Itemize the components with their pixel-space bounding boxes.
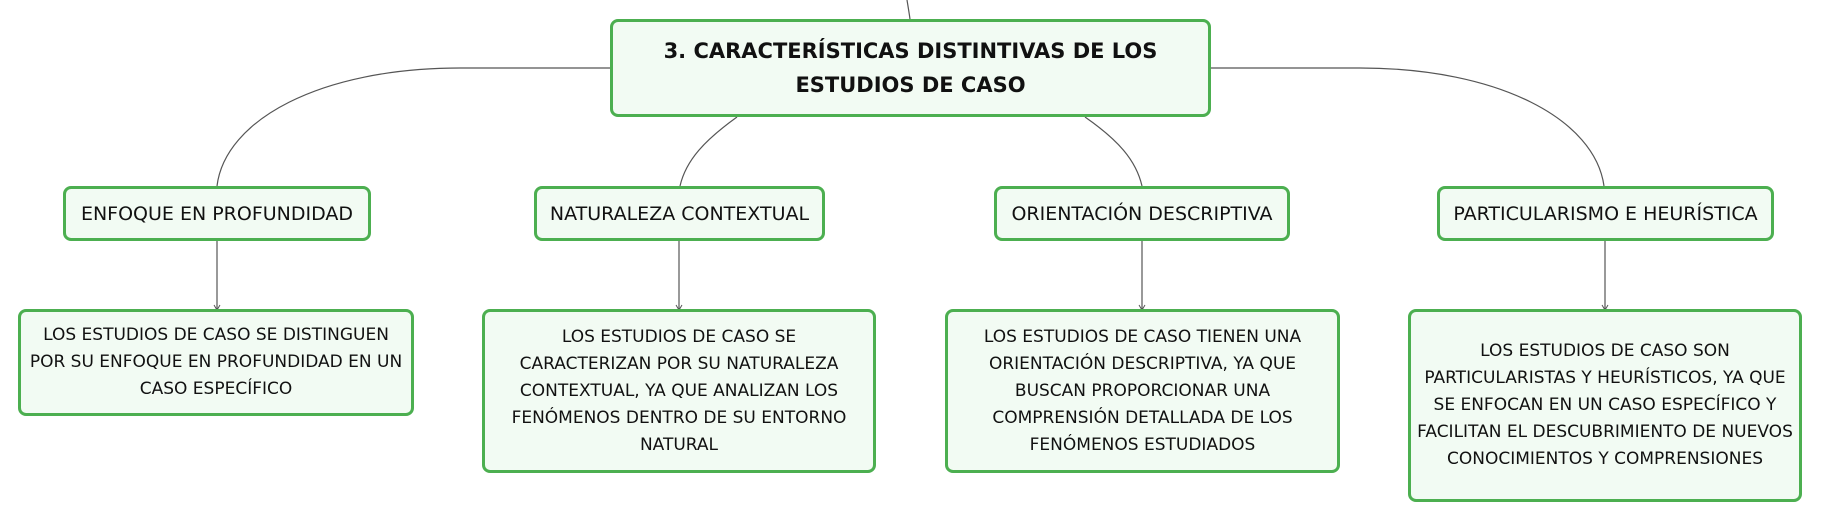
branch-topic-label: ENFOQUE EN PROFUNDIDAD <box>80 202 354 225</box>
connector-root-branch-2 <box>679 116 738 187</box>
detail-topic-text: LOS ESTUDIOS DE CASO SON PARTICULARISTAS… <box>1417 341 1793 469</box>
branch-topic-label: ORIENTACIÓN DESCRIPTIVA <box>1011 202 1273 225</box>
detail-topic-naturaleza[interactable]: LOS ESTUDIOS DE CASO SE CARACTERIZAN POR… <box>482 309 876 473</box>
detail-topic-particularismo[interactable]: LOS ESTUDIOS DE CASO SON PARTICULARISTAS… <box>1408 309 1802 502</box>
branch-topic-label: NATURALEZA CONTEXTUAL <box>549 202 810 225</box>
connector-root-branch-3 <box>1084 116 1143 187</box>
detail-topic-text: LOS ESTUDIOS DE CASO TIENEN UNA ORIENTAC… <box>983 326 1302 455</box>
connector-root-branch-1 <box>216 67 610 187</box>
detail-topic-enfoque[interactable]: LOS ESTUDIOS DE CASO SE DISTINGUEN POR S… <box>18 309 414 416</box>
branch-topic-particularismo[interactable]: PARTICULARISMO E HEURÍSTICA <box>1437 186 1774 241</box>
branch-topic-label: PARTICULARISMO E HEURÍSTICA <box>1453 202 1758 225</box>
branch-topic-naturaleza[interactable]: NATURALEZA CONTEXTUAL <box>534 186 825 241</box>
detail-topic-text: LOS ESTUDIOS DE CASO SE DISTINGUEN POR S… <box>29 325 403 399</box>
root-topic-title: 3. CARACTERÍSTICAS DISTINTIVAS DE LOS ES… <box>663 39 1158 97</box>
branch-topic-orientacion[interactable]: ORIENTACIÓN DESCRIPTIVA <box>994 186 1290 241</box>
connector-root-branch-4 <box>1211 67 1605 187</box>
connector-parent <box>906 0 911 20</box>
branch-topic-enfoque[interactable]: ENFOQUE EN PROFUNDIDAD <box>63 186 371 241</box>
detail-topic-orientacion[interactable]: LOS ESTUDIOS DE CASO TIENEN UNA ORIENTAC… <box>945 309 1340 473</box>
detail-topic-text: LOS ESTUDIOS DE CASO SE CARACTERIZAN POR… <box>511 326 847 455</box>
root-topic[interactable]: 3. CARACTERÍSTICAS DISTINTIVAS DE LOS ES… <box>610 19 1211 117</box>
